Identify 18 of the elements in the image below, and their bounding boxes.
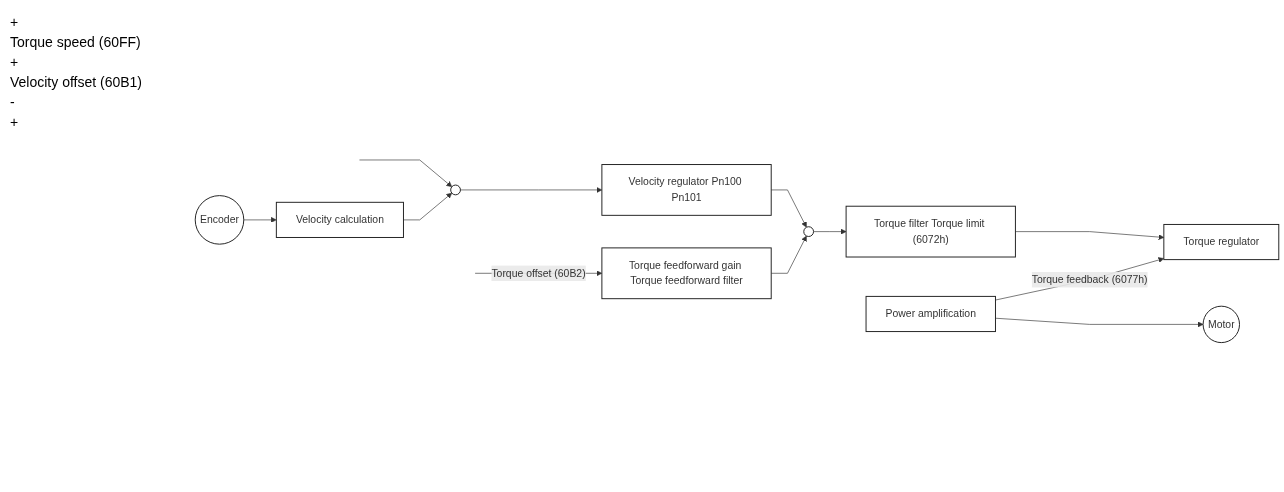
signal-label: Velocity offset (60B1) [10,74,144,90]
node-circle [450,184,461,195]
signal-label: + [10,114,20,130]
signal-label: Torque speed (60FF) [10,34,142,50]
signal-label: - [10,94,16,110]
node-box: Torque regulator [1163,223,1280,260]
node-circle: Encoder [194,194,245,245]
node-box: Torque filter Torque limit (6072h) [845,205,1016,258]
node-box: Torque feedforward gain Torque feedforward filter [601,247,772,299]
signal-label: + [10,14,20,30]
node-box: Velocity calculation [275,201,404,238]
node-box: Velocity regulator Pn100 Pn101 [601,163,772,216]
node-circle [803,225,814,237]
edge-label: Torque feedback (6077h) [1031,273,1148,285]
node-circle: Motor [1202,305,1240,343]
node-box: Power amplification [865,295,996,332]
edge-label: Torque offset (60B2) [491,267,586,279]
signal-label: + [10,54,20,70]
